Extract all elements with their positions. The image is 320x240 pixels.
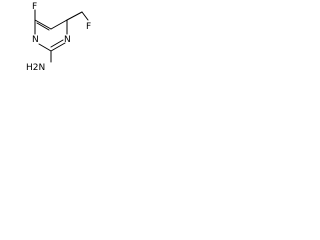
bond-n1-c2 [50,42,66,52]
bond-c4-c5 [34,19,52,30]
bond-c2-n3 [38,43,52,52]
molecule-diagram: F F N N H2N [0,0,96,86]
nitrogen-label-ring-left: N [32,35,39,45]
fluorine-label-right: F [86,22,91,32]
bond-ch2-f [81,11,89,21]
fluorine-label-top: F [32,2,37,12]
nitrogen-label-ring-right: N [64,35,71,45]
amine-label: H2N [26,63,45,73]
bonds [34,9,89,63]
atom-labels: F F N N H2N [26,2,91,73]
bond-c5-c6 [50,19,68,30]
bond-n1-c2-inner [50,39,64,48]
structure-svg: F F N N H2N [26,2,91,73]
bond-c4-c5-inner [36,22,50,31]
bond-c6-ch2 [66,11,83,21]
